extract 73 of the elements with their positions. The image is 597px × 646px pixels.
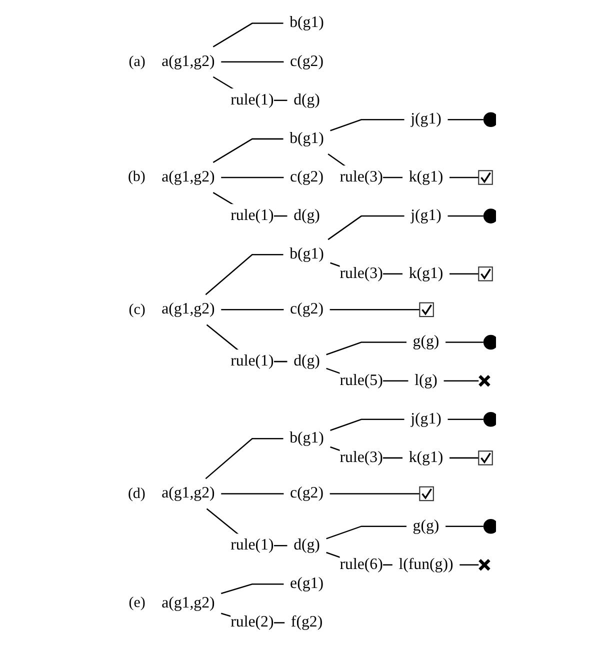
node-text: b(g1) <box>290 14 324 32</box>
connector <box>448 119 484 120</box>
connector <box>328 215 404 240</box>
connector <box>221 584 284 594</box>
node-text: k(g1) <box>409 265 444 282</box>
connector <box>330 418 404 431</box>
edge-label: rule(3) <box>340 265 384 282</box>
node-text: d(g) <box>294 352 320 370</box>
node-text: a(g1,g2) <box>162 485 216 502</box>
edge-label: rule(3) <box>340 449 384 466</box>
node-text: g(g) <box>413 334 440 350</box>
node-text: c(g2) <box>290 168 324 186</box>
checkbox-icon <box>419 486 434 502</box>
checkbox-icon <box>478 266 494 282</box>
connector <box>450 273 479 275</box>
connector <box>446 526 484 527</box>
connector <box>330 119 404 132</box>
connector <box>221 309 284 310</box>
node-text: a(g1,g2) <box>162 594 216 612</box>
node-text: c(g2) <box>290 53 324 70</box>
panel-label: (b) <box>128 168 146 186</box>
panel-label: (e) <box>128 594 146 612</box>
connector <box>444 380 479 382</box>
edge-label: rule(5) <box>340 372 384 390</box>
node-text: b(g1) <box>290 246 324 263</box>
connector <box>450 176 479 178</box>
node-text: b(g1) <box>290 130 324 148</box>
connector <box>221 176 284 178</box>
cross-icon <box>478 558 492 572</box>
checkbox-icon <box>478 170 494 185</box>
connector <box>330 309 420 310</box>
connector <box>460 564 479 566</box>
node-text: k(g1) <box>409 449 444 466</box>
connector <box>221 493 284 494</box>
node-text: c(g2) <box>290 300 324 318</box>
connector <box>448 418 484 420</box>
connector <box>326 526 407 540</box>
connector <box>330 493 420 494</box>
connector <box>206 438 284 480</box>
edge-label: rule(1) <box>230 352 274 370</box>
edge-label: rule(2) <box>230 614 274 631</box>
node-text: e(g1) <box>290 575 324 592</box>
edge-label: rule(3) <box>340 168 384 186</box>
panel-label: (d) <box>128 484 146 503</box>
checkbox-icon <box>478 450 494 466</box>
node-text: a(g1,g2) <box>162 168 216 186</box>
node-text: d(g) <box>294 536 320 554</box>
connector <box>450 457 479 459</box>
node-text: d(g) <box>294 92 320 109</box>
node-text: c(g2) <box>290 485 324 502</box>
node-text: g(g) <box>413 518 440 535</box>
edge-label: rule(6) <box>340 556 384 574</box>
panel-label: (a) <box>128 52 146 71</box>
node-text: a(g1,g2) <box>162 53 216 70</box>
node-text: l(g) <box>414 372 438 390</box>
connector <box>448 215 484 217</box>
node-text: a(g1,g2) <box>162 300 216 318</box>
cross-icon <box>478 374 492 388</box>
panel-label: (c) <box>128 300 146 319</box>
connector <box>326 342 407 356</box>
node-text: f(g2) <box>291 614 323 631</box>
connector <box>446 342 484 343</box>
node-text: b(g1) <box>290 430 324 447</box>
connector <box>206 254 284 296</box>
edge-label: rule(1) <box>230 536 274 554</box>
connector <box>221 61 284 62</box>
node-text: k(g1) <box>409 168 444 186</box>
node-text: d(g) <box>294 207 320 224</box>
connector <box>213 138 284 163</box>
checkbox-icon <box>419 302 434 318</box>
connector <box>213 22 284 48</box>
edge-label: rule(1) <box>230 207 274 224</box>
node-text: l(fun(g)) <box>398 556 454 574</box>
